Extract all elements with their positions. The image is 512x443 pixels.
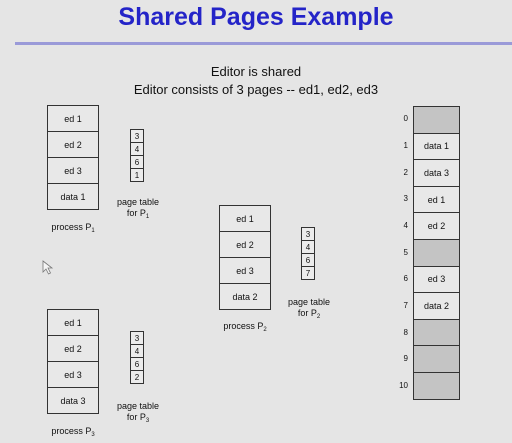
process-2-logical-memory: ed 1 ed 2 ed 3 data 2 bbox=[219, 205, 271, 310]
process-1-page: ed 2 bbox=[47, 132, 99, 158]
memory-frame bbox=[413, 107, 460, 134]
process-3-page-table-label: page table for P3 bbox=[110, 401, 166, 427]
process-2-label-text: process P bbox=[223, 321, 264, 331]
memory-frame bbox=[413, 319, 460, 347]
process-1-page-table-label: page table for P1 bbox=[110, 197, 166, 223]
process-1-label-subscript: 1 bbox=[91, 228, 95, 234]
memory-frame: data 1 bbox=[413, 133, 460, 161]
process-1-page: data 1 bbox=[47, 184, 99, 210]
process-2-page-table-label: page table for P2 bbox=[281, 297, 337, 323]
memory-frame: ed 2 bbox=[413, 213, 460, 240]
memory-frame: data 3 bbox=[413, 160, 460, 187]
frame-number: 6 bbox=[403, 274, 408, 283]
process-2-label-subscript: 2 bbox=[263, 327, 267, 333]
process-3-page: data 3 bbox=[47, 388, 99, 414]
subtitle-line-2: Editor consists of 3 pages -- ed1, ed2, … bbox=[133, 82, 379, 97]
pt-label-line-1: page table bbox=[116, 401, 160, 411]
page-table-entry: 4 bbox=[130, 143, 144, 156]
memory-frame: ed 1 bbox=[413, 186, 460, 214]
process-2-page-table: 3 4 6 7 bbox=[301, 227, 315, 280]
frame-number: 7 bbox=[403, 301, 408, 310]
process-2-page: ed 3 bbox=[219, 258, 271, 284]
pt-label-line-1: page table bbox=[287, 297, 331, 307]
page-table-entry: 3 bbox=[130, 130, 144, 143]
frame-number: 10 bbox=[399, 381, 408, 390]
pt-label-line-2: for P bbox=[297, 308, 317, 318]
page-table-entry: 2 bbox=[130, 371, 144, 384]
page-table-entry: 6 bbox=[301, 254, 315, 267]
process-3-label: process P3 bbox=[40, 426, 106, 441]
process-2-label: process P2 bbox=[212, 321, 278, 336]
page-table-entry: 1 bbox=[130, 169, 144, 182]
memory-frame bbox=[413, 372, 460, 400]
process-1-label: process P1 bbox=[40, 222, 106, 237]
process-3-logical-memory: ed 1 ed 2 ed 3 data 3 bbox=[47, 309, 99, 414]
process-2-page: data 2 bbox=[219, 284, 271, 310]
frame-number: 2 bbox=[403, 168, 408, 177]
frame-number: 5 bbox=[403, 248, 408, 257]
page-table-entry: 4 bbox=[301, 241, 315, 254]
process-2-page: ed 2 bbox=[219, 232, 271, 258]
page-table-entry: 4 bbox=[130, 345, 144, 358]
frame-number: 8 bbox=[403, 328, 408, 337]
slide-title: Shared Pages Example bbox=[118, 3, 394, 31]
memory-frame: data 2 bbox=[413, 293, 460, 320]
process-3-page-table: 3 4 6 2 bbox=[130, 331, 144, 384]
frame-number: 1 bbox=[403, 141, 408, 150]
process-3-page: ed 1 bbox=[47, 310, 99, 336]
physical-memory: data 1 data 3 ed 1 ed 2 ed 3 data 2 bbox=[413, 106, 460, 400]
frame-number: 3 bbox=[403, 194, 408, 203]
memory-frame bbox=[413, 239, 460, 267]
process-3-label-text: process P bbox=[51, 426, 92, 436]
process-2-page: ed 1 bbox=[219, 206, 271, 232]
process-3-label-subscript: 3 bbox=[91, 432, 95, 438]
pt-label-line-2: for P bbox=[126, 412, 146, 422]
process-1-page-table: 3 4 6 1 bbox=[130, 129, 144, 182]
process-1-label-text: process P bbox=[51, 222, 92, 232]
process-1-logical-memory: ed 1 ed 2 ed 3 data 1 bbox=[47, 105, 99, 210]
pt-label-subscript: 3 bbox=[145, 418, 150, 424]
process-1-page: ed 1 bbox=[47, 106, 99, 132]
subtitle-line-1: Editor is shared bbox=[210, 64, 302, 79]
title-divider bbox=[15, 42, 512, 45]
frame-number: 0 bbox=[403, 114, 408, 123]
process-3-page: ed 3 bbox=[47, 362, 99, 388]
frame-number: 9 bbox=[403, 354, 408, 363]
process-1-page: ed 3 bbox=[47, 158, 99, 184]
page-table-entry: 6 bbox=[130, 156, 144, 169]
mouse-pointer-icon bbox=[42, 260, 54, 275]
pt-label-line-1: page table bbox=[116, 197, 160, 207]
pt-label-line-2: for P bbox=[126, 208, 146, 218]
pt-label-subscript: 2 bbox=[316, 314, 321, 320]
memory-frame: ed 3 bbox=[413, 266, 460, 294]
memory-frame bbox=[413, 346, 460, 373]
page-table-entry: 3 bbox=[301, 228, 315, 241]
page-table-entry: 6 bbox=[130, 358, 144, 371]
page-table-entry: 3 bbox=[130, 332, 144, 345]
process-3-page: ed 2 bbox=[47, 336, 99, 362]
pt-label-subscript: 1 bbox=[145, 214, 150, 220]
frame-number: 4 bbox=[403, 221, 408, 230]
page-table-entry: 7 bbox=[301, 267, 315, 280]
